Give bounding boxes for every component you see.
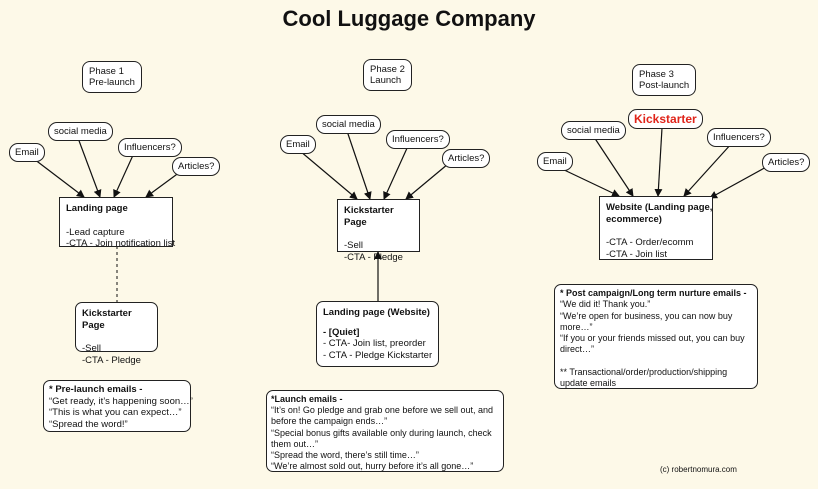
p3-email-line: more…”	[560, 321, 593, 332]
phase-2-label: Phase 2 Launch	[363, 59, 412, 91]
p1-landing-heading: Landing page	[66, 203, 128, 214]
p3-emails-heading: * Post campaign/Long term nurture emails…	[560, 288, 747, 298]
p3-email-line: direct…”	[560, 344, 595, 355]
p3-website-line: -CTA - Join list	[606, 248, 668, 260]
phase-1-label: Phase 1 Pre-launch	[82, 61, 142, 93]
p2-email-line: them out…”	[271, 438, 319, 449]
arrow-influencers-to-website-p3	[683, 142, 733, 197]
p2-landing-line: - [Quiet]	[323, 326, 360, 338]
phase-2-number: Phase 2	[370, 64, 405, 75]
arrow-influencers-to-kickstarter-p2	[383, 145, 409, 200]
p2-email-line: before the campaign ends…”	[271, 416, 388, 427]
arrow-articles-to-landing-p1	[145, 171, 181, 198]
p3-source-articles: Articles?	[762, 153, 811, 172]
p3-source-social-media: social media	[561, 121, 626, 140]
p3-emails: * Post campaign/Long term nurture emails…	[554, 284, 758, 389]
p2-source-influencers: Influencers?	[386, 130, 450, 149]
arrow-social-to-landing-p1	[77, 137, 102, 198]
p3-source-email: Email	[537, 152, 573, 171]
arrow-kickstarter-to-website-p3	[654, 127, 663, 197]
p1-landing-page: Landing page -Lead capture -CTA - Join n…	[59, 197, 176, 249]
p2-email-line: “Spread the word, there’s still time…”	[271, 450, 419, 461]
p2-landing-heading: Landing page (Website)	[323, 307, 430, 318]
p2-source-articles: Articles?	[442, 149, 491, 168]
arrow-articles-to-kickstarter-p2	[405, 163, 449, 200]
phase-3-label: Phase 3 Post-launch	[632, 64, 697, 96]
p2-kickstarter-line: -Sell	[344, 240, 364, 251]
p1-landing-line: -Lead capture	[66, 226, 125, 238]
p3-website-heading: Website (Landing page,	[606, 202, 713, 213]
p2-emails-heading: *Launch emails -	[271, 394, 343, 404]
p1-email-line: “Get ready, it’s happening soon…”	[49, 395, 193, 407]
p2-source-email: Email	[280, 135, 316, 154]
p1-landing-line: -CTA - Join notification list	[66, 238, 176, 249]
diagram-title: Cool Luggage Company	[282, 6, 536, 31]
p1-email-line: “Spread the word!”	[49, 418, 128, 430]
arrow-social-to-kickstarter-p2	[346, 130, 372, 200]
copyright-notice: (c) robertnomura.com	[660, 465, 737, 474]
phase-1-number: Phase 1	[89, 66, 124, 77]
arrow-social-to-website-p3	[593, 136, 634, 197]
p3-email-line: “If you or your friends missed out, you …	[560, 333, 745, 344]
p1-kickstarter-line: -Sell	[82, 343, 102, 354]
p3-email-line: update emails	[560, 378, 617, 389]
p3-website-line: -CTA - Order/ecomm	[606, 237, 694, 248]
phase-3-number: Phase 3	[639, 69, 674, 80]
phase-2-name: Launch	[370, 75, 402, 86]
phase-1-name: Pre-launch	[89, 77, 135, 88]
arrow-email-to-website-p3	[559, 167, 620, 197]
p3-email-line: “We’re open for business, you can now bu…	[560, 310, 733, 321]
p2-source-social-media: social media	[316, 115, 381, 134]
p2-kickstarter-line: -CTA - Pledge	[344, 251, 403, 263]
p1-source-influencers: Influencers?	[118, 138, 182, 157]
p2-emails: *Launch emails - “It’s on! Go pledge and…	[266, 390, 504, 472]
p3-email-spacer	[560, 356, 752, 367]
arrow-articles-to-website-p3	[709, 165, 769, 199]
p2-email-line: “Special bonus gifts available only duri…	[271, 427, 492, 438]
arrow-email-to-kickstarter-p2	[299, 150, 358, 200]
p1-source-articles: Articles?	[172, 157, 221, 176]
p2-landing-line: - CTA- Join list, preorder	[323, 338, 426, 349]
p2-email-line: “We’re almost sold out, hurry before it’…	[271, 461, 474, 472]
p1-kickstarter-line: -CTA - Pledge	[82, 354, 141, 366]
p1-email-line: “This is what you can expect…”	[49, 407, 182, 418]
p2-landing-line: - CTA - Pledge Kickstarter	[323, 349, 433, 361]
p3-website-heading: ecommerce)	[606, 213, 662, 225]
p2-kickstarter-page: Kickstarter Page -Sell -CTA - Pledge	[337, 199, 420, 263]
p1-kickstarter-page: Kickstarter Page -Sell -CTA - Pledge	[75, 302, 158, 366]
p3-source-influencers: Influencers?	[707, 128, 771, 147]
p1-emails: * Pre-launch emails - “Get ready, it’s h…	[43, 380, 193, 432]
p2-kickstarter-heading: Kickstarter Page	[344, 205, 394, 228]
p1-emails-heading: * Pre-launch emails -	[49, 384, 143, 395]
p3-email-line: “We did it! Thank you.”	[560, 299, 651, 310]
p3-website: Website (Landing page, ecommerce) -CTA -…	[599, 196, 713, 260]
phase-3-name: Post-launch	[639, 80, 690, 91]
arrow-email-to-landing-p1	[33, 158, 85, 198]
p3-source-kickstarter: Kickstarter	[628, 109, 703, 129]
p3-email-line: ** Transactional/order/production/shippi…	[560, 366, 728, 377]
p2-landing-page: Landing page (Website) - [Quiet] - CTA- …	[316, 301, 439, 367]
p1-source-email: Email	[9, 143, 45, 162]
p1-kickstarter-heading: Kickstarter Page	[82, 308, 132, 331]
p2-email-line: “It’s on! Go pledge and grab one before …	[271, 405, 493, 416]
arrow-influencers-to-landing-p1	[113, 152, 135, 198]
p1-source-social-media: social media	[48, 122, 113, 141]
